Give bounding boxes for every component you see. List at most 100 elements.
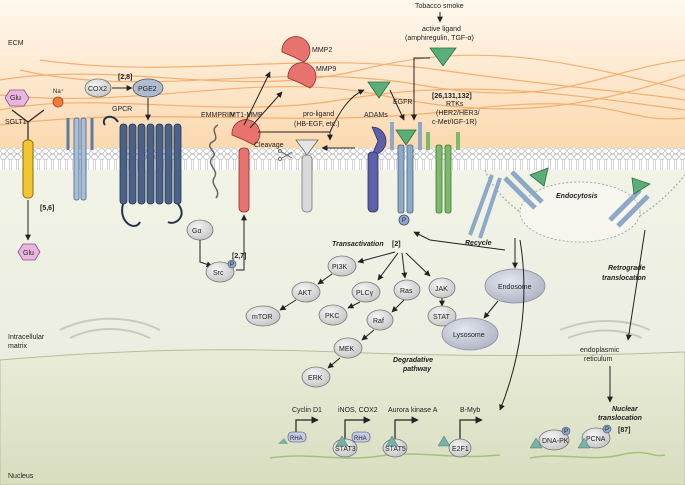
rtks-examples-1: (HER2/HER3/ xyxy=(436,110,480,117)
er-reticulum-label: reticulum xyxy=(584,356,613,363)
mmp2-enzyme xyxy=(281,36,311,63)
ecm-fibers xyxy=(0,54,685,126)
nucleus-label: Nucleus xyxy=(8,473,34,480)
galpha-label: Gα xyxy=(192,228,202,235)
dnapk-p-label: P xyxy=(564,429,568,435)
lysosome-label: Lysosome xyxy=(453,332,485,339)
sodium-ion xyxy=(52,96,64,108)
egfr-receptor-left xyxy=(66,117,94,201)
na-label: Na⁺ xyxy=(53,88,64,95)
bmyb-label: B-Myb xyxy=(460,407,480,414)
egfr-p-label: P xyxy=(402,218,406,224)
e2f1-label: E2F1 xyxy=(452,446,469,453)
gpcr-receptor xyxy=(102,115,183,227)
endocytic-vesicle xyxy=(519,181,641,243)
akt-label: AKT xyxy=(298,290,312,297)
adams-stalk xyxy=(367,151,379,213)
rha1-label: RHA xyxy=(290,436,303,442)
retrograde-label: Retrograde xyxy=(608,265,645,272)
inos-label: iNOS, COX2 xyxy=(338,407,378,414)
proligand-label: pro-ligand xyxy=(303,111,334,118)
raf-node xyxy=(366,309,394,331)
nucleus-region xyxy=(0,349,685,485)
signaling-cascade: PI3K AKT mTOR PLCγ PKC Ras Raf MEK ERK J… xyxy=(245,251,457,388)
dnapk-label: DNA-PK xyxy=(542,438,569,445)
erk-node xyxy=(301,366,331,388)
egfr-receptor xyxy=(390,122,422,214)
nuclear-translocation-label-2: translocation xyxy=(598,415,642,422)
retrograde-translocation-label: translocation xyxy=(602,275,646,282)
endosome-label: Endosome xyxy=(498,284,532,291)
intracellular-label: Intracellular xyxy=(8,334,45,341)
pge2-label: PGE2 xyxy=(138,86,157,93)
ref-src: [2,7] xyxy=(232,253,246,260)
mtor-node xyxy=(245,305,281,327)
endocytosis-label: Endocytosis xyxy=(556,193,598,200)
bound-ligand xyxy=(395,129,417,146)
egfr-phospho xyxy=(398,214,410,226)
recycle-label: Recycle xyxy=(465,240,492,247)
rtks-label: RTKs xyxy=(446,101,464,108)
raf-label: Raf xyxy=(373,318,384,325)
cleavage-scissors-icon xyxy=(278,149,293,161)
active-ligand-examples: (amphiregulin, TGF-α) xyxy=(405,35,474,42)
cox2-node xyxy=(84,78,112,98)
ref-nuclear: [87] xyxy=(618,427,630,434)
proligand-example-label: (HB-EGF, etc.) xyxy=(294,121,340,128)
ref-sglt1: [5,6] xyxy=(40,205,54,212)
mt1mmp-label: MT1-MMP xyxy=(230,112,263,119)
pcna-p-label: P xyxy=(605,427,609,433)
plasma-membrane xyxy=(0,148,685,170)
rtk-receptor xyxy=(426,132,460,214)
glucose-out xyxy=(4,89,30,107)
pkc-label: PKC xyxy=(325,313,339,320)
lysosome xyxy=(441,317,499,351)
mmp2-label: MMP2 xyxy=(312,47,332,54)
plcg-node xyxy=(351,281,381,303)
adams-label: ADAMs xyxy=(364,112,388,119)
gpcr-label: GPCR xyxy=(112,106,132,113)
src-p-label: P xyxy=(230,262,234,268)
sglt1-label: SGLT1 xyxy=(5,119,27,126)
active-ligand-label: active ligand xyxy=(422,26,461,33)
rha2-label: RHA xyxy=(354,436,367,442)
sglt1-transporter xyxy=(22,139,34,199)
jak-label: JAK xyxy=(435,286,448,293)
stat-node xyxy=(427,305,457,327)
mmp9-label: MMP9 xyxy=(316,66,336,73)
glu-out-label: Glu xyxy=(10,95,21,102)
stat5-label: STAT5 xyxy=(385,446,406,453)
pi3k-label: PI3K xyxy=(332,264,348,271)
pi3k-node xyxy=(327,255,357,277)
matrix-label: matrix xyxy=(8,343,28,350)
pge2-node xyxy=(132,78,164,98)
endocytosed-receptors xyxy=(468,167,651,239)
ref-trans: [2] xyxy=(392,241,401,248)
mt1mmp-stalk xyxy=(238,147,250,213)
golgi-membranes xyxy=(59,317,651,339)
akt-node xyxy=(291,281,321,303)
mmp9-enzyme xyxy=(287,62,317,89)
mek-label: MEK xyxy=(339,346,355,353)
degradative-label: Degradative xyxy=(393,357,433,364)
src-node xyxy=(205,261,235,283)
rtks-examples-2: c-Met/IGF-1R) xyxy=(432,119,477,126)
active-ligand xyxy=(429,47,457,67)
mtor-label: mTOR xyxy=(252,314,272,321)
ras-node xyxy=(393,279,421,301)
aurora-label: Aurora kinase A xyxy=(388,407,438,414)
plcg-label: PLCγ xyxy=(356,290,374,297)
pathway-label: pathway xyxy=(402,366,432,373)
pkc-node xyxy=(318,304,348,326)
nuclear-targets: Cyclin D1 RHA iNOS, COX2 STAT3 RHA Auror… xyxy=(278,407,612,458)
proligand-head xyxy=(295,139,319,156)
transactivation-label: Transactivation xyxy=(332,241,384,248)
mek-node xyxy=(333,337,363,359)
cox2-label: COX2 xyxy=(88,86,107,93)
ecm-label: ECM xyxy=(8,40,24,47)
glucose-in xyxy=(17,243,41,261)
src-label: Src xyxy=(213,270,224,277)
released-ligand xyxy=(367,81,391,99)
src-phospho xyxy=(227,259,237,269)
